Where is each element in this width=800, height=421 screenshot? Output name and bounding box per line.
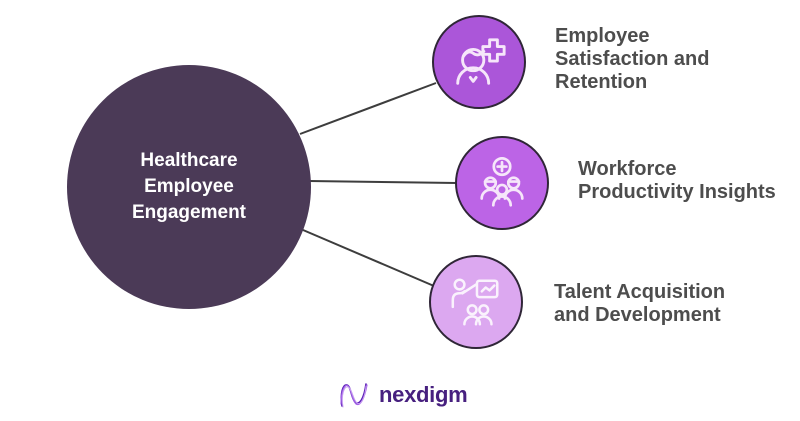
nexdigm-logo: nexdigm bbox=[338, 379, 468, 411]
training-presentation-icon bbox=[451, 278, 499, 326]
connector-top bbox=[299, 82, 437, 135]
connector-middle bbox=[308, 180, 458, 184]
central-node-label: Healthcare Employee Engagement bbox=[131, 150, 247, 223]
central-node: Healthcare Employee Engagement bbox=[67, 65, 311, 309]
node-talent-acquisition bbox=[429, 255, 523, 349]
nexdigm-wave-n-icon bbox=[340, 383, 368, 408]
node-employee-satisfaction bbox=[432, 15, 526, 109]
connector-bottom bbox=[295, 226, 435, 287]
team-plus-icon bbox=[480, 156, 524, 207]
nexdigm-logo-text: nexdigm bbox=[379, 382, 468, 407]
node-label-workforce-productivity: Workforce Productivity Insights bbox=[578, 158, 776, 203]
node-workforce-productivity bbox=[455, 136, 549, 230]
person-medical-cross-icon bbox=[456, 38, 506, 85]
node-label-employee-satisfaction: Employee Satisfaction and Retention bbox=[555, 25, 710, 93]
node-label-talent-acquisition: Talent Acquisition and Development bbox=[554, 281, 726, 326]
